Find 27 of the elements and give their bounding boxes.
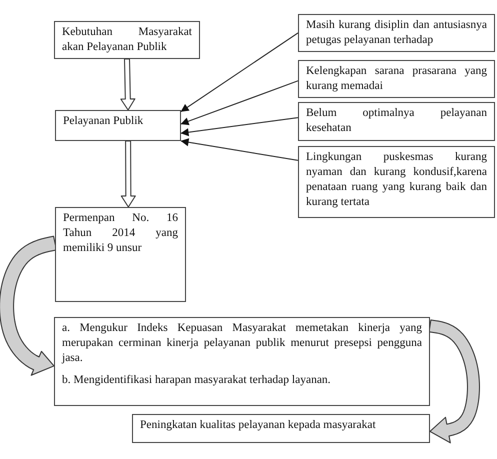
node-text: Permenpan No. 16 Tahun 2014 yang memiliki 9 unsur (63, 211, 178, 256)
node-text: Kebutuhan Masyarakat akan Pelayanan Publik (62, 25, 192, 55)
process-box (55, 110, 181, 141)
curved-arrow (428, 319, 480, 444)
node-text: Kelengkapan sarana prasarana yang kurang memadai (306, 64, 487, 94)
node-text: b. Mengidentifikasi harapan masyarakat terhadap layanan. (62, 372, 332, 388)
process-box (298, 60, 495, 98)
arrow (180, 32, 298, 112)
node-text: Lingkungan puskesmas kurang nyaman dan kurang kondusif,karena penataan ruang yang kurang baik dan kurang tertata (306, 150, 487, 210)
arrow (180, 117, 298, 136)
process-box (298, 14, 495, 52)
process-box (54, 317, 430, 406)
arrow (180, 138, 298, 161)
block-arrow (120, 140, 136, 208)
process-box (55, 207, 186, 302)
curved-arrow (0, 236, 57, 376)
block-arrow (120, 58, 136, 110)
node-text: Pelayanan Publik (63, 114, 144, 129)
node-text: Belum optimalnya pelayanan kesehatan (306, 106, 487, 136)
node-text: Peningkatan kualitas pelayanan kepada masyarakat (140, 418, 377, 433)
process-box (54, 21, 200, 59)
arrow (180, 80, 298, 126)
process-box (298, 146, 495, 218)
node-text: a. Mengukur Indeks Kepuasan Masyarakat memetakan kinerja yang merupakan cerminan kinerja pelayanan publik menurut presepsi pengguna jasa. (62, 321, 422, 366)
node-text: Masih kurang disiplin dan antusiasnya petugas pelayanan terhadap (306, 18, 487, 48)
process-box (132, 414, 430, 443)
process-box (298, 102, 495, 141)
